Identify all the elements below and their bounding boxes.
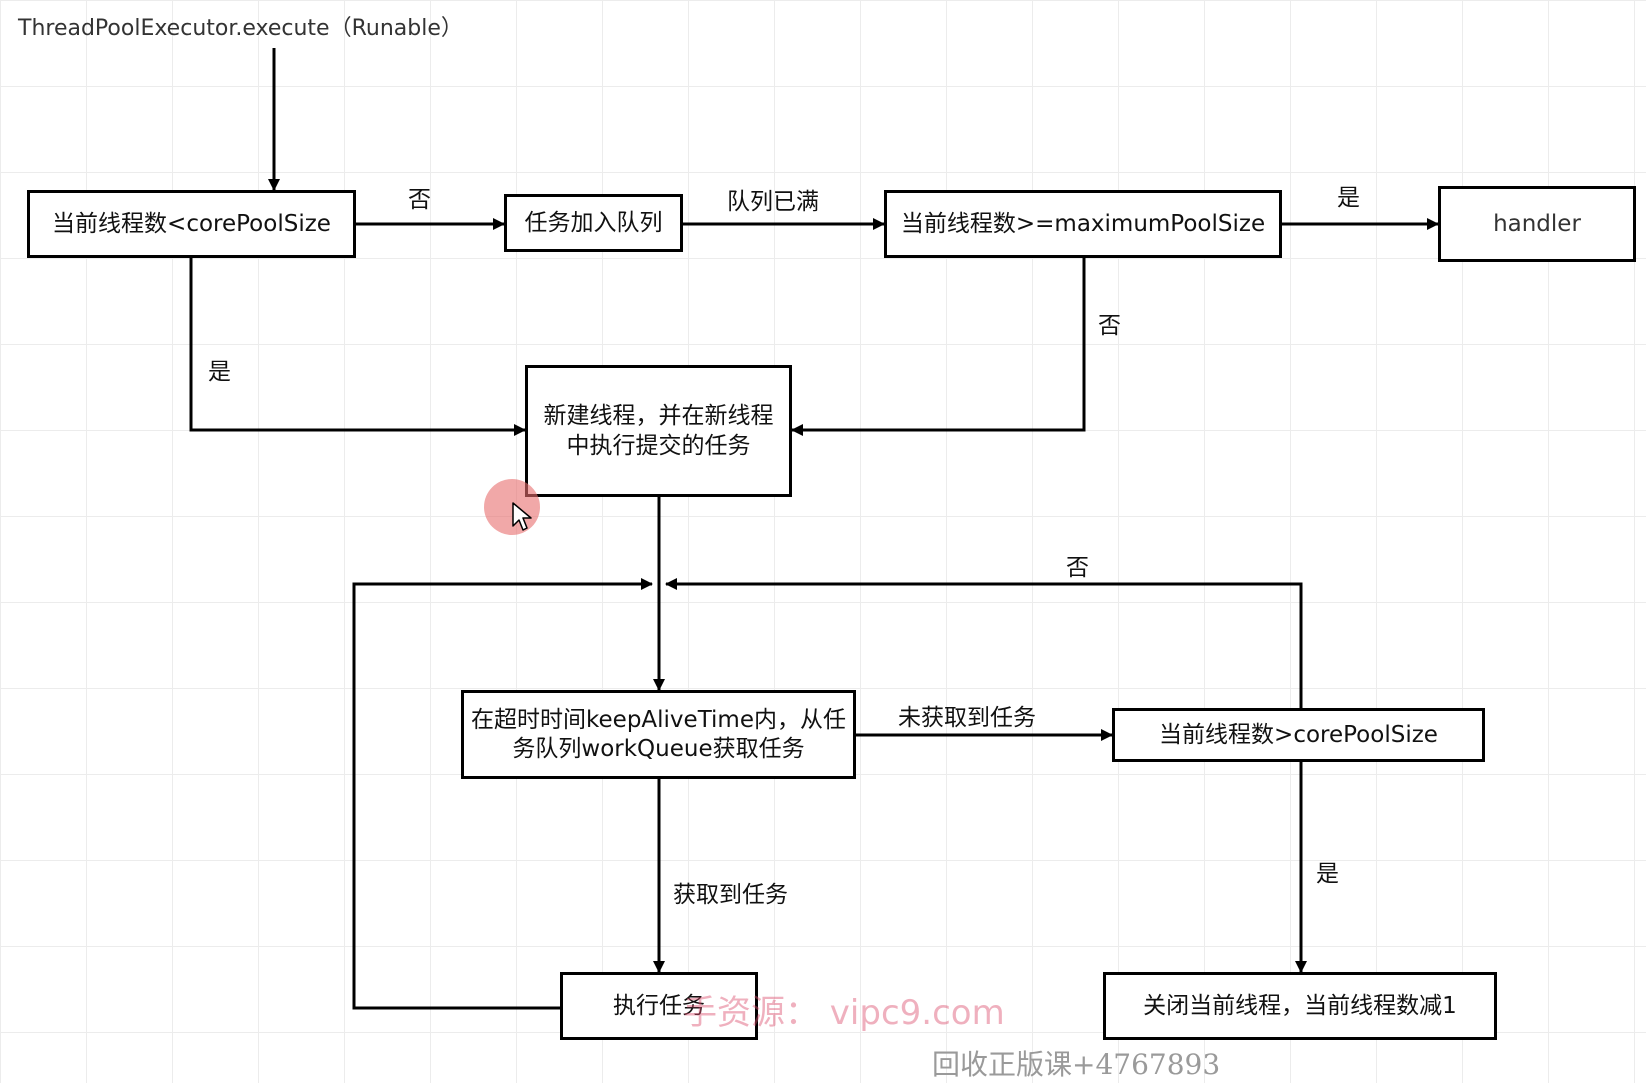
label-core-yes: 是 bbox=[208, 359, 231, 385]
mouse-pointer-icon bbox=[512, 502, 532, 531]
node-run-task: 执行任务 bbox=[560, 972, 758, 1040]
label-not-got-task: 未获取到任务 bbox=[898, 705, 1036, 731]
label-core-no: 否 bbox=[408, 187, 431, 213]
label-loop-no: 否 bbox=[1066, 555, 1089, 581]
edge-loop-back bbox=[352, 578, 653, 1010]
node-check-core-pool-size: 当前线程数<corePoolSize bbox=[27, 190, 356, 258]
node-enqueue-task: 任务加入队列 bbox=[504, 194, 683, 252]
node-poll-work-queue: 在超时时间keepAliveTime内，从任务队列workQueue获取任务 bbox=[461, 690, 856, 779]
label-got-task: 获取到任务 bbox=[673, 882, 788, 908]
node-handler: handler bbox=[1438, 186, 1636, 262]
label-recheck-yes: 是 bbox=[1316, 861, 1339, 887]
node-new-thread: 新建线程，并在新线程中执行提交的任务 bbox=[525, 365, 792, 497]
node-close-thread: 关闭当前线程，当前线程数减1 bbox=[1103, 972, 1497, 1040]
edge-max-no bbox=[791, 258, 1086, 436]
ad-overlay-text: 回收正版课+4767893 bbox=[932, 1048, 1221, 1081]
label-max-no: 否 bbox=[1098, 313, 1121, 339]
label-queue-full: 队列已满 bbox=[727, 189, 819, 215]
edge-loop-no bbox=[665, 578, 1303, 708]
node-check-maximum-pool-size: 当前线程数>=maximumPoolSize bbox=[884, 190, 1282, 258]
edge-core-yes bbox=[189, 258, 526, 436]
cursor-highlight bbox=[484, 479, 540, 535]
node-check-core-pool-size-again: 当前线程数>corePoolSize bbox=[1112, 708, 1485, 762]
watermark-text: 手资源： vipc9.com bbox=[683, 993, 1005, 1033]
diagram-title: ThreadPoolExecutor.execute（Runable） bbox=[18, 16, 463, 41]
label-max-yes: 是 bbox=[1337, 185, 1360, 211]
